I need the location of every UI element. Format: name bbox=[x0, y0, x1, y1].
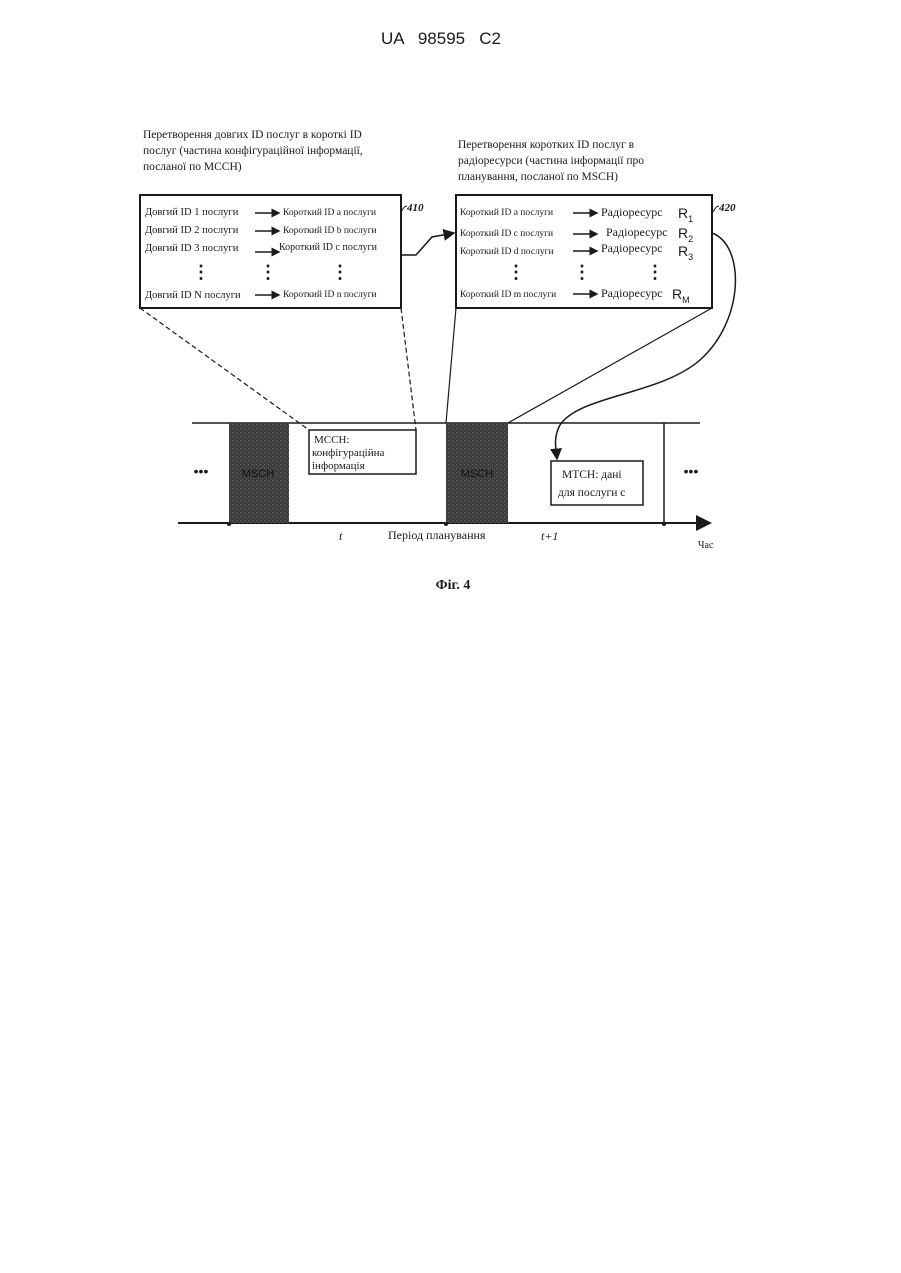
right-box-ref: 420 bbox=[718, 202, 736, 214]
left-ellipsis-2: ⋮ bbox=[259, 262, 277, 282]
tick-dot-2 bbox=[444, 522, 448, 526]
right-row-3: Короткий ID d послуги Радіоресурс R3 bbox=[460, 241, 693, 262]
right-row-2-resource: R2 bbox=[678, 225, 693, 244]
mcch-line-3: інформація bbox=[312, 460, 365, 472]
left-row-2-target: Короткий ID b послуги bbox=[283, 225, 377, 236]
left-panel-heading: Перетворення довгих ID послуг в короткі … bbox=[143, 129, 366, 173]
right-heading-line-3: планування, посланої по MSCH) bbox=[458, 171, 618, 183]
right-row-4-source: Короткий ID m послуги bbox=[460, 289, 556, 300]
right-row-4-resource-label: Радіоресурс bbox=[601, 286, 663, 300]
right-heading-line-2: радіоресурси (частина інформації про bbox=[458, 155, 644, 167]
left-row-3-source: Довгий ID 3 послуги bbox=[145, 243, 239, 254]
t-next-label: t+1 bbox=[541, 529, 558, 543]
left-row-3: Довгий ID 3 послуги Короткий ID c послуг… bbox=[145, 242, 378, 254]
timeline-ellipsis-right: ••• bbox=[684, 463, 699, 479]
patent-number: UA 98595 C2 bbox=[381, 29, 501, 48]
right-ellipsis-1: ⋮ bbox=[507, 262, 525, 282]
timeline-ellipsis-left: ••• bbox=[194, 463, 209, 479]
left-row-1-target: Короткий ID a послуги bbox=[283, 207, 376, 218]
mcch-line-1: MCCH: bbox=[314, 434, 349, 446]
figure-caption: Фіг. 4 bbox=[436, 578, 471, 593]
right-row-4: Короткий ID m послуги Радіоресурс RM bbox=[460, 286, 690, 305]
right-row-1-resource: R1 bbox=[678, 205, 693, 224]
right-heading-line-1: Перетворення коротких ID послуг в bbox=[458, 139, 635, 151]
right-row-1-source: Короткий ID a послуги bbox=[460, 207, 553, 218]
right-row-1: Короткий ID a послуги Радіоресурс R1 bbox=[460, 205, 693, 224]
tick-dot-3 bbox=[662, 522, 666, 526]
left-row-4-target: Короткий ID n послуги bbox=[283, 289, 377, 300]
left-row-1: Довгий ID 1 послуги Короткий ID a послуг… bbox=[145, 207, 376, 218]
right-row-2-source: Короткий ID c послуги bbox=[460, 228, 553, 239]
tick-dot-1 bbox=[227, 522, 231, 526]
left-row-3-target: Короткий ID c послуги bbox=[279, 242, 378, 253]
left-row-1-source: Довгий ID 1 послуги bbox=[145, 207, 239, 218]
left-heading-line-3: посланої по MCCH) bbox=[143, 161, 242, 173]
period-label: Період планування bbox=[388, 528, 486, 542]
right-panel-heading: Перетворення коротких ID послуг в радіор… bbox=[458, 139, 647, 183]
left-ellipsis-3: ⋮ bbox=[331, 262, 349, 282]
left-ellipsis-1: ⋮ bbox=[192, 262, 210, 282]
right-row-3-source: Короткий ID d послуги bbox=[460, 246, 554, 257]
left-row-2: Довгий ID 2 послуги Короткий ID b послуг… bbox=[145, 225, 377, 236]
left-box-ref: 410 bbox=[406, 202, 424, 214]
mtch-line-1: MTCH: дані bbox=[562, 469, 622, 481]
msch-block-1-label: MSCH bbox=[242, 468, 274, 480]
right-ellipsis-3: ⋮ bbox=[646, 262, 664, 282]
right-row-3-resource: R3 bbox=[678, 243, 693, 262]
left-row-2-source: Довгий ID 2 послуги bbox=[145, 225, 239, 236]
zoom-line-left-a bbox=[140, 308, 309, 430]
mcch-line-2: конфігураційна bbox=[312, 447, 384, 459]
left-heading-line-1: Перетворення довгих ID послуг в короткі … bbox=[143, 129, 362, 141]
zoom-line-left-b bbox=[401, 308, 416, 430]
right-row-3-resource-label: Радіоресурс bbox=[601, 241, 663, 255]
right-row-2-resource-label: Радіоресурс bbox=[606, 225, 668, 239]
right-row-1-resource-label: Радіоресурс bbox=[601, 205, 663, 219]
left-row-4-source: Довгий ID N послуги bbox=[145, 290, 241, 301]
zoom-line-right-b bbox=[508, 308, 712, 423]
right-row-4-resource: RM bbox=[672, 286, 690, 305]
t-label: t bbox=[339, 529, 343, 543]
right-ellipsis-2: ⋮ bbox=[573, 262, 591, 282]
left-heading-line-2: послуг (частина конфігураційної інформац… bbox=[143, 145, 363, 157]
zoom-line-right-a bbox=[446, 308, 456, 423]
time-axis-label: Час bbox=[698, 540, 714, 551]
left-row-4: Довгий ID N послуги Короткий ID n послуг… bbox=[145, 289, 377, 301]
panel-link-arrow bbox=[401, 233, 454, 255]
msch-block-2-label: MSCH bbox=[461, 468, 493, 480]
mtch-line-2: для послуги c bbox=[558, 487, 625, 499]
